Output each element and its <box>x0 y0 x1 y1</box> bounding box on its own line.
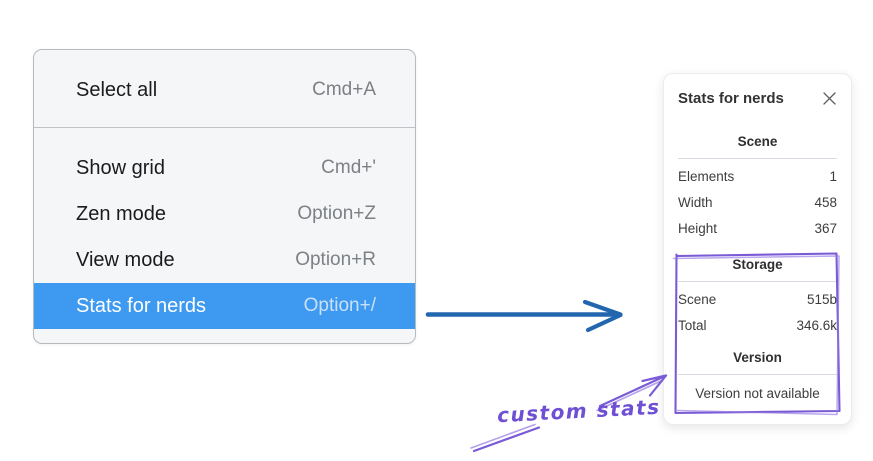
section-heading: Version <box>733 350 782 365</box>
stats-panel: Stats for nerds Scene Elements 1 Width 4… <box>663 73 852 425</box>
stat-label: Scene <box>678 292 717 307</box>
menu-item-shortcut: Cmd+A <box>312 79 376 100</box>
menu-item-show-grid[interactable]: Show grid Cmd+' <box>34 145 415 191</box>
stat-value: 1 <box>829 169 837 184</box>
menu-item-shortcut: Option+R <box>295 249 376 270</box>
stat-row-total-size: Total 346.6k <box>678 313 837 339</box>
menu-item-label: Stats for nerds <box>76 294 207 317</box>
menu-item-shortcut: Option+/ <box>303 295 376 316</box>
flow-arrow <box>425 299 623 333</box>
menu-divider <box>34 127 415 128</box>
stats-section-scene: Scene Elements 1 Width 458 Height 367 <box>678 132 837 242</box>
stat-row-width: Width 458 <box>678 190 837 216</box>
stat-value: 458 <box>814 195 837 210</box>
menu-item-view-mode[interactable]: View mode Option+R <box>34 237 415 283</box>
menu-item-select-all[interactable]: Select all Cmd+A <box>34 67 415 113</box>
menu-item-label: Zen mode <box>76 202 167 225</box>
menu-item-label: View mode <box>76 248 175 271</box>
stats-section-storage: Storage Scene 515b Total 346.6k <box>678 255 837 339</box>
stat-value: 367 <box>814 221 837 236</box>
stat-label: Width <box>678 195 713 210</box>
stat-row-scene-size: Scene 515b <box>678 287 837 313</box>
context-menu: Select all Cmd+A Show grid Cmd+' Zen mod… <box>33 49 416 344</box>
stat-value: 346.6k <box>796 318 837 333</box>
stat-label: Elements <box>678 169 735 184</box>
version-note: Version not available <box>695 386 820 401</box>
menu-item-shortcut: Cmd+' <box>321 157 376 178</box>
annotation-line <box>470 423 541 453</box>
close-icon[interactable] <box>822 91 837 106</box>
stat-value: 515b <box>806 292 837 307</box>
menu-item-label: Show grid <box>76 156 165 179</box>
stat-row-elements: Elements 1 <box>678 164 837 190</box>
menu-item-label: Select all <box>76 78 158 101</box>
section-divider <box>678 281 837 282</box>
custom-stats-annotation-label: custom stats <box>496 394 662 428</box>
section-divider <box>678 158 837 159</box>
menu-item-stats-for-nerds[interactable]: Stats for nerds Option+/ <box>34 283 415 329</box>
section-divider <box>678 374 837 375</box>
menu-item-zen-mode[interactable]: Zen mode Option+Z <box>34 191 415 237</box>
menu-item-shortcut: Option+Z <box>297 203 376 224</box>
stats-section-version: Version Version not available <box>678 348 837 407</box>
section-heading: Scene <box>737 134 778 149</box>
section-heading: Storage <box>732 257 783 272</box>
stat-label: Height <box>678 221 718 236</box>
stat-row-height: Height 367 <box>678 216 837 242</box>
stats-panel-title: Stats for nerds <box>678 89 784 107</box>
stats-panel-header: Stats for nerds <box>678 88 837 108</box>
stat-label: Total <box>678 318 707 333</box>
